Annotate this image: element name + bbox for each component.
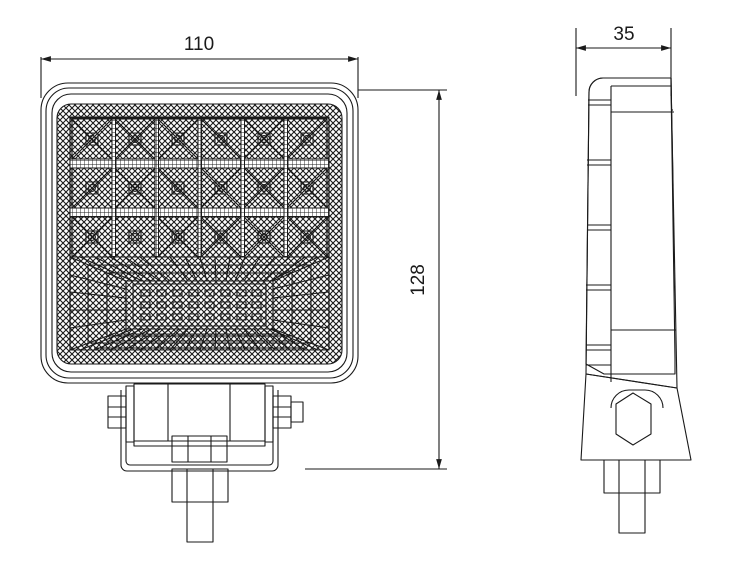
housing-mid-shell [45, 87, 354, 379]
mount-bracket-front [107, 383, 304, 543]
reflector-ring-2 [87, 264, 312, 344]
mount-nut-front [171, 468, 229, 503]
bracket-bolt-right [272, 395, 304, 429]
reflector-ring-1 [69, 256, 330, 351]
housing-outer-shell [40, 82, 359, 384]
bracket-centre-block [171, 435, 228, 463]
chip-array [132, 283, 267, 327]
side-heatsink-fins [586, 99, 611, 366]
mount-nut-side [603, 459, 661, 494]
mount-stem-side [618, 492, 646, 534]
dimension-width-110: 110 [40, 34, 359, 98]
dimension-depth-label: 35 [613, 24, 634, 45]
bracket-body [133, 383, 266, 447]
bracket-cap [610, 389, 664, 409]
bracket-trapezoid [580, 373, 692, 461]
housing-inner-shell [51, 93, 348, 373]
dimension-height-128: 128 [305, 89, 447, 470]
front-view [40, 82, 359, 543]
reflector-ring-4 [125, 280, 274, 330]
bracket-hexagon [615, 392, 652, 446]
led-grid-separators [69, 118, 330, 258]
chip-array-frame [132, 283, 267, 327]
reflector-funnel [69, 256, 330, 351]
side-view [580, 77, 692, 534]
bracket-right-rail [264, 385, 274, 443]
dimension-width-label: 110 [184, 34, 214, 55]
side-body-left-edge [585, 91, 590, 375]
bracket-u-strap [120, 390, 279, 472]
side-mount-bracket [580, 373, 692, 534]
dimension-height-label: 128 [408, 264, 429, 296]
bracket-bolt-left [107, 395, 127, 429]
side-body-right-edge [670, 77, 678, 389]
reflector-ring-3 [106, 272, 293, 337]
chip [140, 289, 262, 321]
bracket-left-rail [125, 385, 135, 443]
mount-stem-front [186, 501, 214, 543]
side-housing-front-face [588, 77, 674, 187]
